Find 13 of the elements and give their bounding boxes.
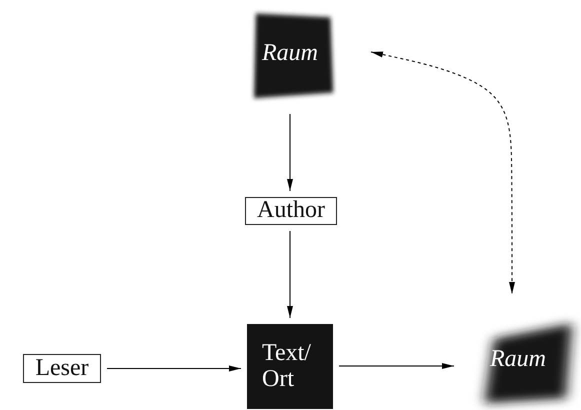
text-box	[245, 197, 337, 225]
dashed-arrow	[370, 52, 515, 294]
text-box	[23, 354, 101, 383]
node-label: Raum	[262, 41, 318, 67]
node-label: Text/ Ort	[262, 341, 312, 392]
node-label: Author	[257, 198, 325, 224]
arrow	[338, 363, 454, 369]
arrow	[287, 230, 293, 318]
node-label: Leser	[35, 356, 89, 382]
dark-square	[247, 324, 333, 409]
arrow	[287, 114, 293, 192]
arrow	[106, 366, 242, 372]
node-label: Raum	[490, 347, 546, 373]
